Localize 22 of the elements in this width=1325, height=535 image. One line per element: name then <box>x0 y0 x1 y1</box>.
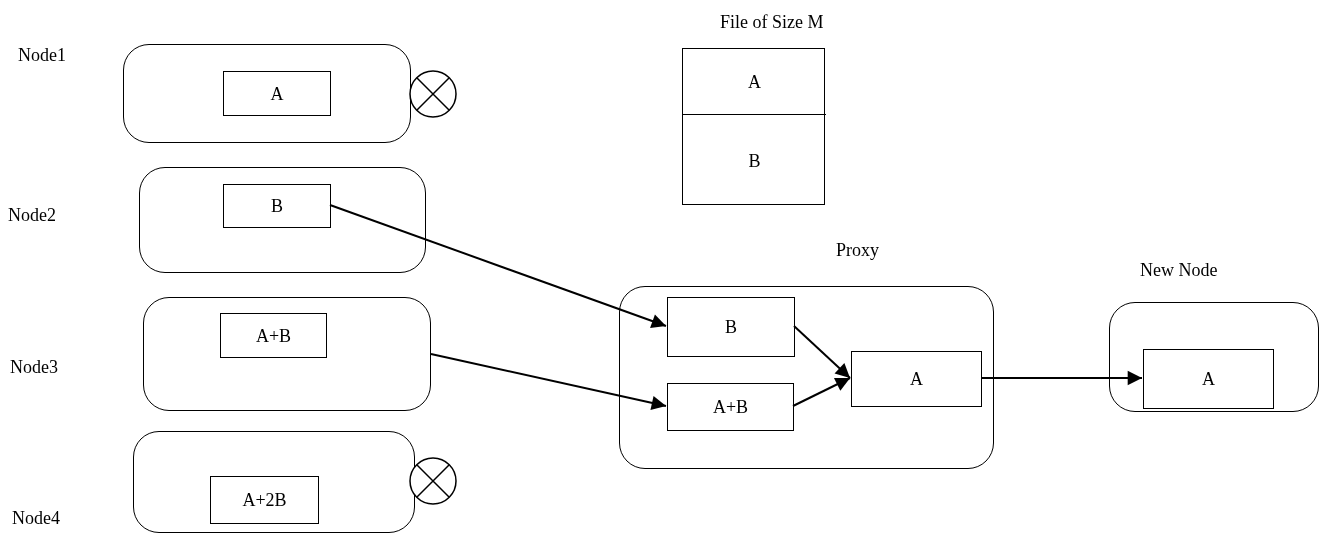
node-heading: Node3 <box>10 356 58 378</box>
arrow <box>793 325 851 379</box>
block-box: B <box>667 297 795 357</box>
file-section: B <box>683 114 826 206</box>
arrow <box>980 370 1143 386</box>
arrow <box>430 353 667 410</box>
file-section: A <box>683 49 826 114</box>
arrow <box>329 204 667 328</box>
block-box: A <box>223 71 331 116</box>
block-box: B <box>223 184 331 228</box>
node-heading: New Node <box>1140 259 1218 281</box>
node-heading: Node1 <box>18 44 66 66</box>
node-heading: Node2 <box>8 204 56 226</box>
node-heading: Node4 <box>12 507 60 529</box>
block-box: A <box>851 351 982 407</box>
block-box: A <box>1143 349 1274 409</box>
block-box: A+2B <box>210 476 319 524</box>
arrow <box>792 377 851 407</box>
block-box: A+B <box>667 383 794 431</box>
node-heading: File of Size M <box>720 11 824 33</box>
block-box: A+B <box>220 313 327 358</box>
node-heading: Proxy <box>836 239 879 261</box>
